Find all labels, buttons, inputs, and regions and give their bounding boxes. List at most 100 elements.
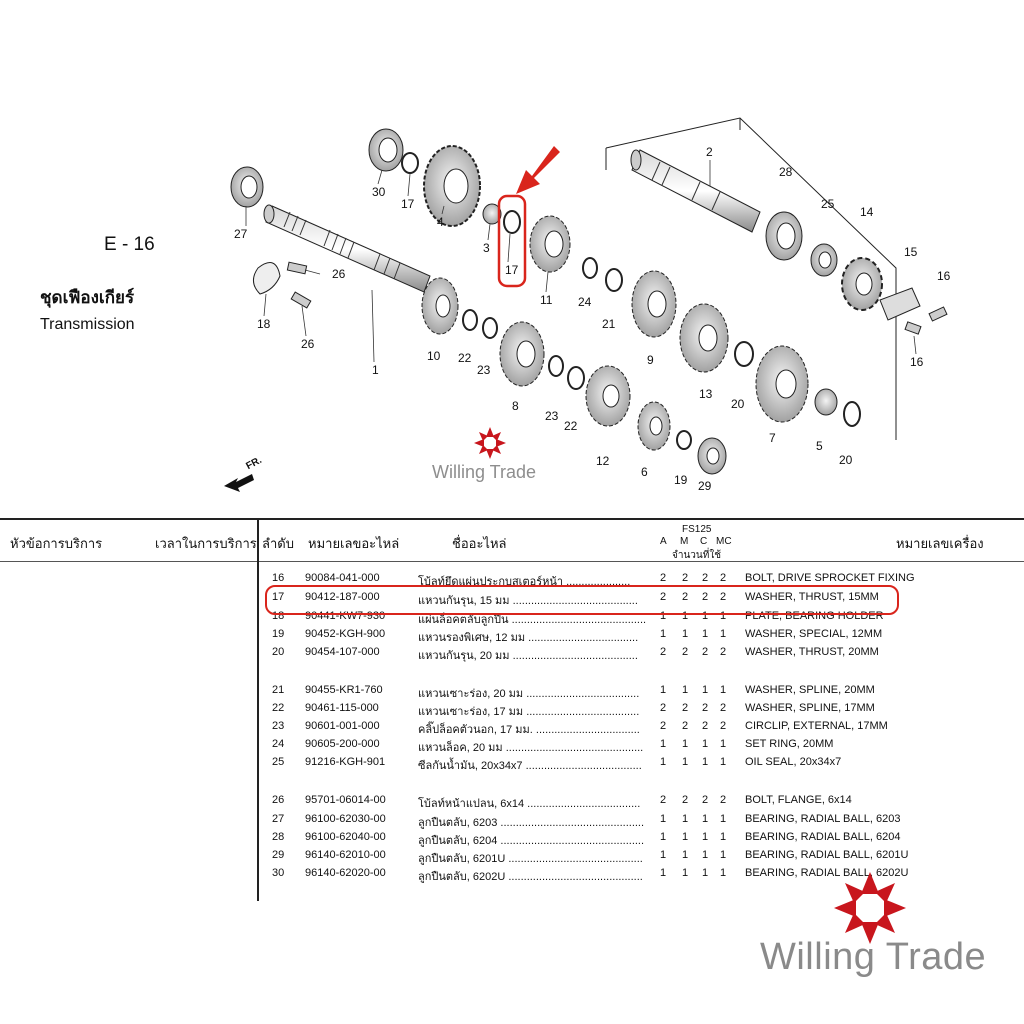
row-qty-c: 1	[702, 684, 709, 696]
gear-8	[499, 321, 545, 387]
gear-6	[637, 401, 671, 451]
row-qty-mc: 1	[720, 849, 727, 861]
gear-4	[423, 145, 481, 227]
seal-25	[810, 243, 838, 277]
highlight-row-17	[265, 585, 899, 615]
table-header-rule	[0, 561, 1024, 562]
row-order: 25	[272, 756, 285, 768]
washer-24	[582, 257, 598, 279]
bolt-16b	[904, 321, 922, 335]
row-order: 26	[272, 794, 285, 806]
row-part-name-english: WASHER, SPECIAL, 12MM	[745, 628, 883, 640]
row-qty-a: 1	[660, 738, 667, 750]
row-qty-mc: 1	[720, 610, 727, 622]
row-qty-m: 1	[682, 610, 689, 622]
callout-24: 24	[578, 295, 592, 309]
washer-22	[462, 309, 478, 331]
row-part-name-english: WASHER, SPLINE, 20MM	[745, 684, 875, 696]
header-service-time: เวลาในการบริการ	[155, 537, 257, 552]
row-part-number: 96100-62040-00	[305, 831, 386, 843]
willing-trade-logo-small	[474, 427, 506, 459]
row-order: 16	[272, 572, 285, 584]
row-part-name-thai: คลิ๊ปล็อคตัวนอก, 17 มม. ................…	[418, 724, 640, 736]
row-qty-a: 1	[660, 684, 667, 696]
callout-12: 12	[596, 454, 610, 468]
row-qty-c: 1	[702, 813, 709, 825]
callout-25: 25	[821, 197, 835, 211]
section-code: E - 16	[104, 234, 155, 255]
row-qty-a: 2	[660, 572, 667, 584]
row-qty-m: 2	[682, 702, 689, 714]
gear-10	[421, 277, 459, 335]
row-order: 21	[272, 684, 285, 696]
callout-23b: 23	[545, 409, 559, 423]
callout-19: 19	[674, 473, 688, 487]
callout-29: 29	[698, 479, 712, 493]
row-order: 19	[272, 628, 285, 640]
bushing-5	[814, 388, 838, 416]
callout-26a: 26	[332, 267, 346, 281]
row-part-name-english: BOLT, FLANGE, 6x14	[745, 794, 852, 806]
callout-11: 11	[540, 293, 553, 307]
washer-19	[676, 430, 692, 450]
bolt-26	[286, 261, 308, 275]
row-qty-a: 2	[660, 720, 667, 732]
row-qty-c: 2	[702, 646, 709, 658]
row-qty-m: 1	[682, 849, 689, 861]
row-qty-mc: 1	[720, 867, 727, 879]
row-qty-a: 1	[660, 756, 667, 768]
section-title-english: Transmission	[40, 316, 135, 333]
row-part-name-thai: แหวนเซาะร่อง, 20 มม ....................…	[418, 688, 640, 700]
gear-12	[585, 365, 631, 427]
row-part-name-thai: ลูกปืนตลับ, 6201U ......................…	[418, 853, 643, 865]
callout-13: 13	[699, 387, 713, 401]
row-qty-m: 1	[682, 738, 689, 750]
callout-27: 27	[234, 227, 248, 241]
row-qty-mc: 2	[720, 720, 727, 732]
countershaft-frame	[605, 117, 897, 440]
row-part-number: 90412-187-000	[305, 591, 380, 603]
row-part-name-english: WASHER, THRUST, 15MM	[745, 591, 879, 603]
callout-8: 8	[512, 399, 519, 413]
leader-lines	[245, 160, 917, 363]
row-part-number: 96140-62010-00	[305, 849, 386, 861]
row-qty-mc: 1	[720, 756, 727, 768]
callout-2: 2	[706, 145, 713, 159]
row-qty-mc: 1	[720, 831, 727, 843]
row-part-name-english: BEARING, RADIAL BALL, 6201U	[745, 849, 909, 861]
callout-21: 21	[602, 317, 616, 331]
callout-20a: 20	[731, 397, 745, 411]
row-qty-m: 2	[682, 591, 689, 603]
row-qty-c: 1	[702, 849, 709, 861]
row-qty-m: 1	[682, 628, 689, 640]
row-part-name-english: CIRCLIP, EXTERNAL, 17MM	[745, 720, 888, 732]
callout-6: 6	[641, 465, 648, 479]
row-qty-m: 1	[682, 831, 689, 843]
row-qty-c: 2	[702, 720, 709, 732]
row-qty-mc: 1	[720, 813, 727, 825]
row-qty-c: 1	[702, 756, 709, 768]
bearing-29	[697, 437, 727, 475]
row-qty-mc: 1	[720, 738, 727, 750]
header-part-no: หมายเลขอะไหล่	[308, 537, 400, 552]
bolt-26b	[290, 291, 312, 309]
bushing-3	[482, 203, 502, 225]
row-qty-a: 2	[660, 646, 667, 658]
row-part-number: 90461-115-000	[305, 702, 379, 714]
row-part-number: 96100-62030-00	[305, 813, 386, 825]
row-order: 28	[272, 831, 285, 843]
row-part-name-english: WASHER, SPLINE, 17MM	[745, 702, 875, 714]
row-qty-a: 1	[660, 849, 667, 861]
row-order: 24	[272, 738, 285, 750]
row-qty-c: 1	[702, 610, 709, 622]
row-part-name-thai: แผ่นล็อคตลับลูกปืน .....................…	[418, 614, 647, 626]
row-qty-mc: 1	[720, 684, 727, 696]
callout-23a: 23	[477, 363, 491, 377]
callout-20b: 20	[839, 453, 853, 467]
washer-22b	[567, 366, 585, 390]
row-qty-mc: 2	[720, 794, 727, 806]
callout-15: 15	[904, 245, 918, 259]
row-qty-c: 1	[702, 738, 709, 750]
